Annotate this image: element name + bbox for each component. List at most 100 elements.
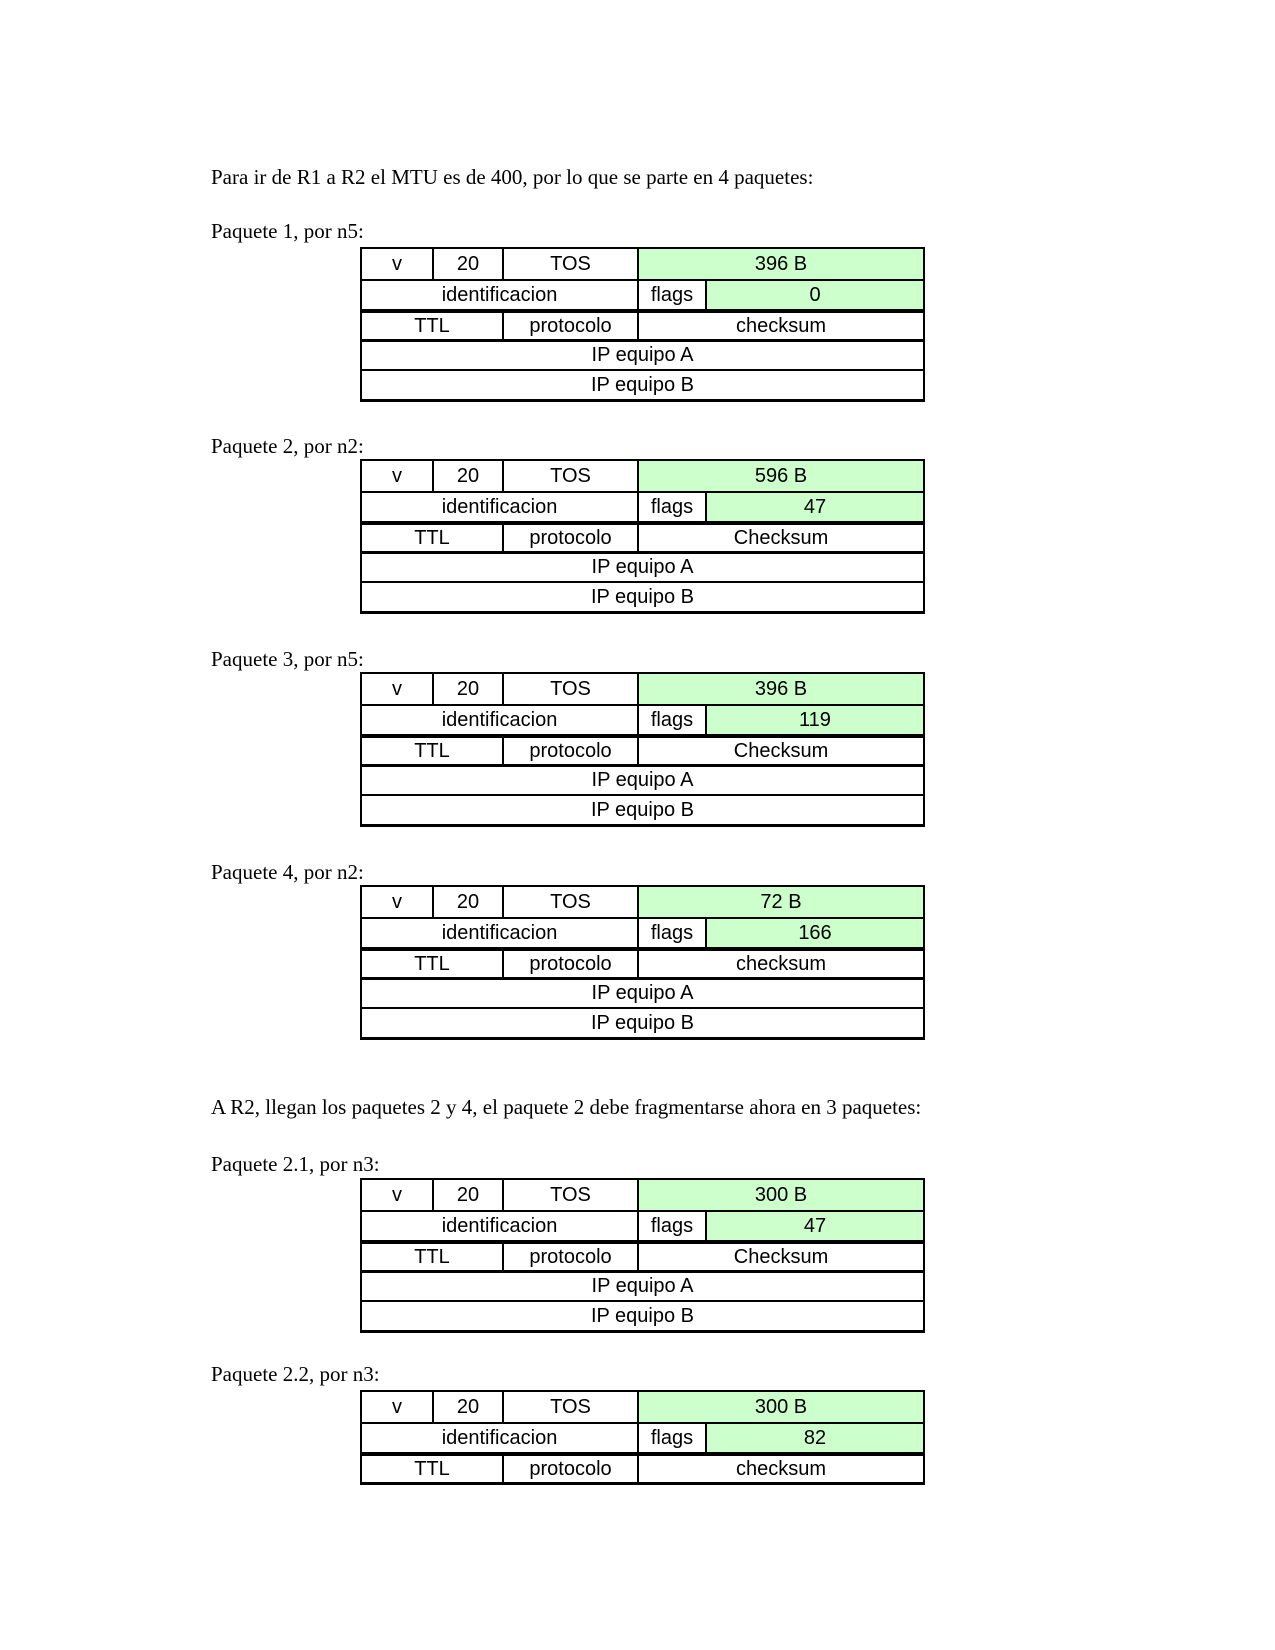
ip-destination-row: IP equipo B [362,1300,923,1330]
version-cell: v [392,1395,402,1418]
flags-cell: flags [637,919,705,947]
ip-destination-cell: IP equipo B [590,373,695,396]
identification-cell: identificacion [441,1426,558,1449]
ip-source-cell: IP equipo A [591,769,694,791]
checksum-cell: checksum [637,951,923,977]
checksum-cell: checksum [637,1456,923,1482]
ip-source-cell: IP equipo A [591,556,694,578]
protocol-cell: protocolo [502,738,637,764]
ttl-row: TTL protocolo checksum [362,1452,923,1482]
size-value-cell: 300 B [637,1392,923,1422]
protocol-cell: protocolo [502,313,637,339]
identification-cell: identificacion [441,921,558,944]
checksum-cell: Checksum [637,525,923,551]
flags-value-cell: 47 [705,1212,923,1240]
size-value-cell: 396 B [637,674,923,704]
header-length-cell: 20 [432,1180,502,1210]
flags-cell: flags [637,706,705,734]
version-cell: v [392,1183,402,1206]
identification-cell: identificacion [441,1214,558,1237]
header-length-cell: 20 [432,461,502,491]
checksum-cell: Checksum [637,1244,923,1270]
flags-cell: flags [637,281,705,309]
ttl-cell: TTL [414,739,450,762]
identification-cell: identificacion [441,708,558,731]
packet-2-1-table: v 20 TOS 300 B identificacion flags 47 T… [360,1178,925,1333]
tos-cell: TOS [502,887,637,917]
size-value-cell: 300 B [637,1180,923,1210]
ip-destination-row: IP equipo B [362,369,923,399]
ip-source-row: IP equipo A [362,1270,923,1300]
version-cell: v [392,464,402,487]
header-length-cell: 20 [432,887,502,917]
size-value-cell: 72 B [637,887,923,917]
ip-destination-cell: IP equipo B [590,1011,695,1034]
packet-2-2-label: Paquete 2.2, por n3: [211,1362,380,1386]
protocol-cell: protocolo [502,951,637,977]
header-row: v 20 TOS 300 B [362,1180,923,1210]
ttl-row: TTL protocolo checksum [362,947,923,977]
checksum-cell: checksum [637,313,923,339]
packet-2-1-label: Paquete 2.1, por n3: [211,1152,380,1176]
flags-cell: flags [637,493,705,521]
version-cell: v [392,677,402,700]
flags-value-cell: 47 [705,493,923,521]
header-row: v 20 TOS 300 B [362,1392,923,1422]
tos-cell: TOS [502,1180,637,1210]
size-value-cell: 396 B [637,249,923,279]
packet-4-table: v 20 TOS 72 B identificacion flags 166 T… [360,885,925,1040]
ip-destination-cell: IP equipo B [590,1304,695,1327]
packet-3-label: Paquete 3, por n5: [211,647,364,671]
intro-paragraph: Para ir de R1 a R2 el MTU es de 400, por… [211,165,814,189]
protocol-cell: protocolo [502,1456,637,1482]
header-row: v 20 TOS 396 B [362,674,923,704]
packet-3-table: v 20 TOS 396 B identificacion flags 119 … [360,672,925,827]
size-value-cell: 596 B [637,461,923,491]
checksum-cell: Checksum [637,738,923,764]
packet-4-label: Paquete 4, por n2: [211,860,364,884]
header-length-cell: 20 [432,674,502,704]
version-cell: v [392,252,402,275]
protocol-cell: protocolo [502,525,637,551]
packet-2-table: v 20 TOS 596 B identificacion flags 47 T… [360,459,925,614]
ttl-cell: TTL [414,1457,450,1480]
packet-2-2-table: v 20 TOS 300 B identificacion flags 82 T… [360,1390,925,1485]
header-length-cell: 20 [432,249,502,279]
identification-row: identificacion flags 0 [362,279,923,309]
ip-destination-cell: IP equipo B [590,798,695,821]
identification-row: identificacion flags 82 [362,1422,923,1452]
flags-value-cell: 166 [705,919,923,947]
ip-destination-row: IP equipo B [362,1007,923,1037]
identification-cell: identificacion [441,495,558,518]
packet-1-table: v 20 TOS 396 B identificacion flags 0 TT… [360,247,925,402]
header-row: v 20 TOS 396 B [362,249,923,279]
flags-value-cell: 119 [705,706,923,734]
ip-source-row: IP equipo A [362,551,923,581]
ttl-cell: TTL [414,526,450,549]
identification-cell: identificacion [441,283,558,306]
ip-source-cell: IP equipo A [591,1275,694,1297]
flags-value-cell: 82 [705,1424,923,1452]
ip-destination-row: IP equipo B [362,794,923,824]
protocol-cell: protocolo [502,1244,637,1270]
ttl-cell: TTL [414,314,450,337]
version-cell: v [392,890,402,913]
ip-source-row: IP equipo A [362,977,923,1007]
flags-value-cell: 0 [705,281,923,309]
ip-destination-cell: IP equipo B [590,585,695,608]
tos-cell: TOS [502,674,637,704]
tos-cell: TOS [502,461,637,491]
identification-row: identificacion flags 47 [362,1210,923,1240]
flags-cell: flags [637,1424,705,1452]
ttl-cell: TTL [414,952,450,975]
header-row: v 20 TOS 596 B [362,461,923,491]
ttl-row: TTL protocolo Checksum [362,1240,923,1270]
ttl-row: TTL protocolo checksum [362,309,923,339]
flags-cell: flags [637,1212,705,1240]
identification-row: identificacion flags 166 [362,917,923,947]
ttl-row: TTL protocolo Checksum [362,521,923,551]
packet-1-label: Paquete 1, por n5: [211,219,364,243]
packet-2-label: Paquete 2, por n2: [211,434,364,458]
ip-source-row: IP equipo A [362,764,923,794]
